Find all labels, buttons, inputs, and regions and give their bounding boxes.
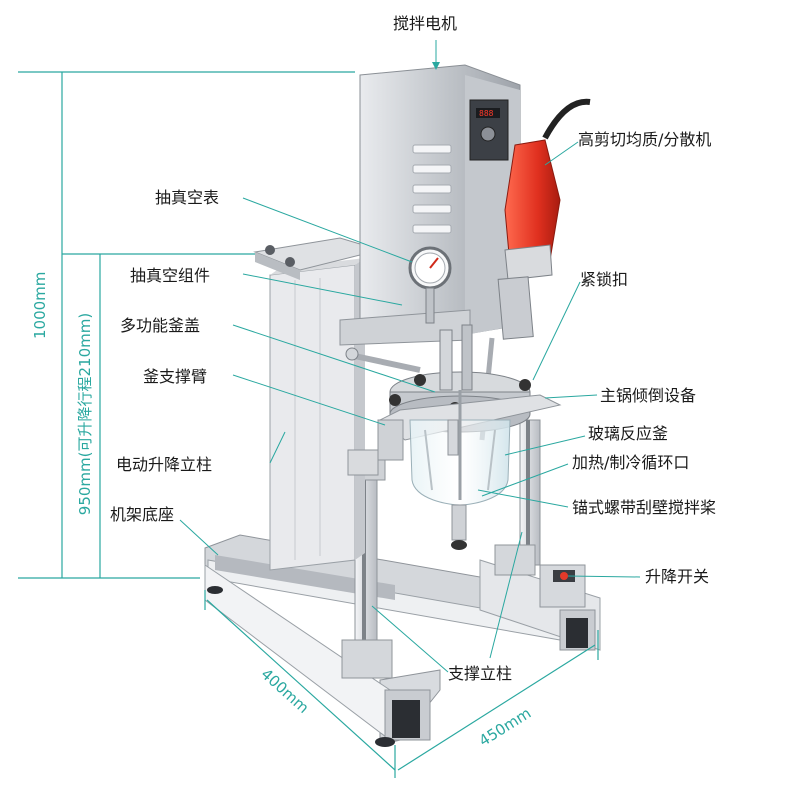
label-vacuum-assembly: 抽真空组件 bbox=[130, 266, 211, 285]
label-multi-lid: 多功能釜盖 bbox=[120, 316, 201, 335]
dim-lift-height: 950mm(可升降行程210mm) bbox=[76, 312, 94, 516]
leader-tilt-device bbox=[544, 394, 598, 399]
machine-illustration: 888 bbox=[204, 64, 601, 747]
label-support-column: 支撑立柱 bbox=[448, 664, 513, 683]
leader-lock-knob bbox=[532, 281, 581, 381]
homogenizer-illustration bbox=[479, 98, 591, 441]
leader-electric-column bbox=[269, 431, 286, 464]
dim-line-depth-b bbox=[206, 599, 396, 771]
label-stir-motor: 搅拌电机 bbox=[393, 14, 458, 33]
dim-total-height: 1000mm bbox=[31, 271, 49, 339]
label-vacuum-gauge: 抽真空表 bbox=[155, 188, 220, 207]
label-electric-column: 电动升降立柱 bbox=[116, 455, 213, 474]
leader-glass-reactor bbox=[504, 435, 586, 456]
leader-support-col-a bbox=[371, 605, 449, 673]
label-glass-reactor: 玻璃反应釜 bbox=[588, 424, 669, 443]
motor-housing-illustration: 888 bbox=[339, 64, 521, 346]
frame-base-illustration bbox=[204, 534, 601, 747]
leader-heat-cool bbox=[481, 463, 569, 497]
leader-homogenizer bbox=[544, 141, 579, 166]
label-lock-knob: 紧锁扣 bbox=[580, 270, 629, 289]
glass-vessel-illustration bbox=[409, 390, 511, 550]
leader-anchor-paddle bbox=[477, 489, 569, 508]
leader-lines bbox=[179, 40, 641, 673]
leader-vacuum-assembly bbox=[242, 273, 403, 306]
label-support-arm: 釜支撑臂 bbox=[143, 367, 208, 386]
leader-multi-lid bbox=[232, 324, 436, 393]
vacuum-gauge-illustration bbox=[408, 246, 452, 324]
label-frame-base: 机架底座 bbox=[110, 505, 175, 524]
arrow-stir-motor bbox=[432, 62, 440, 70]
dim-line-width bbox=[397, 644, 596, 771]
leader-arrowheads bbox=[432, 62, 440, 70]
leader-frame-base bbox=[179, 519, 219, 556]
label-heat-cool: 加热/制冷循环口 bbox=[572, 453, 690, 472]
label-tilt-device: 主锅倾倒设备 bbox=[600, 386, 697, 405]
label-homogenizer: 高剪切均质/分散机 bbox=[578, 130, 712, 149]
leader-support-col-b bbox=[489, 531, 523, 659]
leader-vacuum-gauge bbox=[242, 197, 413, 263]
label-anchor-paddle: 锚式螺带刮壁搅拌桨 bbox=[572, 498, 717, 517]
leader-lift-switch bbox=[567, 575, 641, 578]
leader-support-arm bbox=[232, 374, 386, 426]
svg-text:888: 888 bbox=[479, 109, 494, 118]
label-lift-switch: 升降开关 bbox=[645, 567, 710, 586]
dimension-lines bbox=[18, 71, 599, 778]
